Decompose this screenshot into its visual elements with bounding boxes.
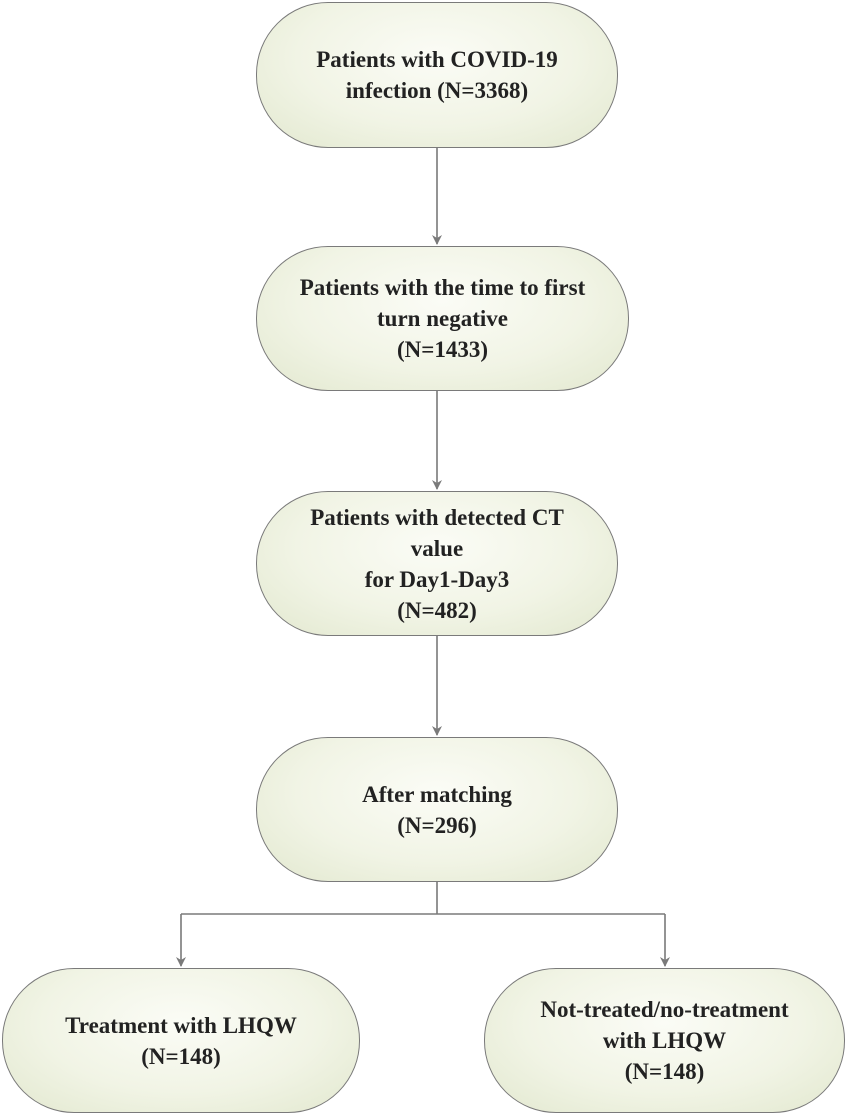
node-text: Treatment with LHQW <box>65 1012 297 1038</box>
node-text: After matching <box>362 781 512 807</box>
node-text: Patients with the time to first <box>299 275 586 300</box>
node-treatment-lhqw: Treatment with LHQW (N=148) <box>2 968 360 1113</box>
node-no-treatment-lhqw: Not-treated/no-treatment with LHQW (N=14… <box>484 968 845 1113</box>
node-text: Not-treated/no-treatment <box>540 997 789 1022</box>
node-text: infection (N=3368) <box>345 78 529 103</box>
node-text: (N=482) <box>397 597 477 623</box>
node-text: Patients with detected CT <box>310 504 564 530</box>
node-ct-value: Patients with detected CT value for Day1… <box>256 491 618 636</box>
node-text: value <box>410 535 464 561</box>
node-text: Patients with COVID-19 <box>316 47 558 72</box>
node-text: with LHQW <box>602 1028 727 1053</box>
node-text: (N=148) <box>141 1043 221 1069</box>
node-text: (N=148) <box>624 1059 705 1084</box>
node-text: (N=1433) <box>396 337 489 362</box>
node-text: turn negative <box>377 306 508 331</box>
node-text: for Day1-Day3 <box>364 566 510 592</box>
node-first-negative: Patients with the time to first turn neg… <box>256 246 629 391</box>
node-text: (N=296) <box>397 812 477 838</box>
node-after-matching: After matching (N=296) <box>256 737 618 882</box>
node-covid-patients: Patients with COVID-19 infection (N=3368… <box>256 2 618 148</box>
